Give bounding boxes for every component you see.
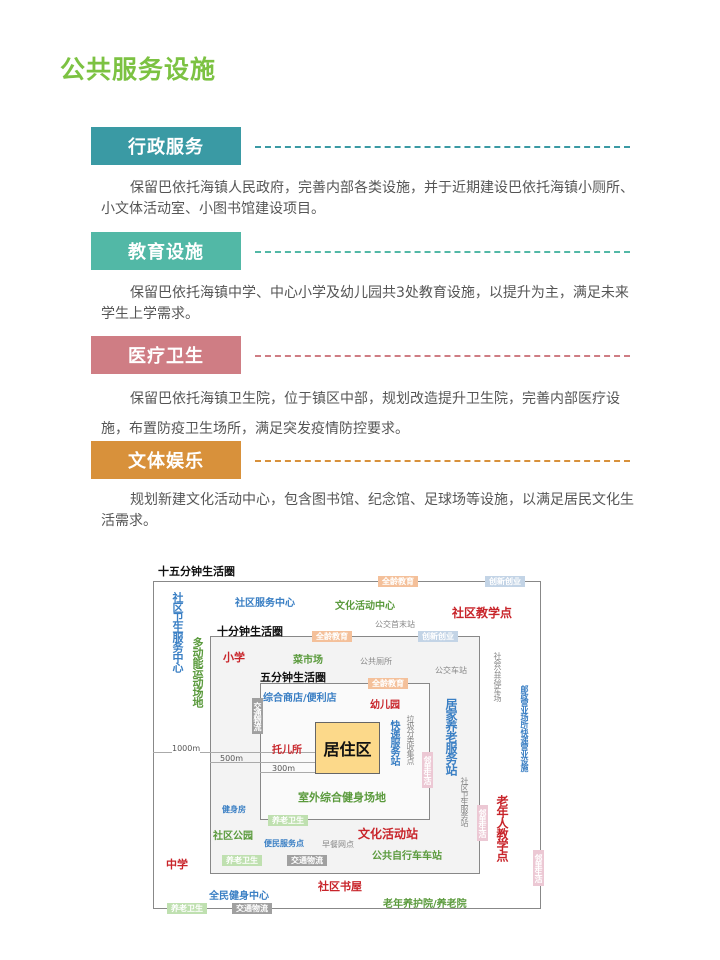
label-culture-station: 文化活动站 <box>358 827 419 841</box>
label-community-teaching: 社区教学点 <box>452 606 513 620</box>
circle-15min-label: 十五分钟生活圈 <box>158 565 235 578</box>
label-middle-school: 中学 <box>166 858 188 871</box>
divider <box>255 355 630 357</box>
label-community-health-center: 社区卫生服务中心 <box>171 592 184 672</box>
label-store: 综合商店/便利店 <box>263 693 337 704</box>
label-post: 邮政营业场所/快递营业设施 <box>520 685 529 771</box>
label-home-elderly: 居家养老服务站 <box>444 698 458 775</box>
tag-logistics: 交通物流 <box>287 855 327 866</box>
label-express: 快递服务站 <box>388 720 399 765</box>
tag-edu: 全龄教育 <box>378 576 418 587</box>
tag-elderly-health: 养老卫生 <box>167 903 207 914</box>
label-outdoor-fitness: 室外综合健身场地 <box>298 791 386 804</box>
label-kindergarten: 幼儿园 <box>370 700 400 711</box>
label-breakfast: 早餐网点 <box>322 840 354 849</box>
section-heading-education: 教育设施 <box>91 232 241 270</box>
section-heading-admin: 行政服务 <box>91 127 241 165</box>
label-garbage: 垃圾分类收集点 <box>406 715 415 764</box>
tag-elderly-health: 养老卫生 <box>222 855 262 866</box>
label-community-service-center: 社区服务中心 <box>235 598 295 609</box>
tag-neighbor: 邻里生活 <box>533 850 544 886</box>
label-nursing-home: 老年养护院/养老院 <box>383 899 467 910</box>
label-convenience: 便民服务点 <box>264 839 304 848</box>
circle-10min-label: 十分钟生活圈 <box>217 625 283 638</box>
label-culture-center: 文化活动中心 <box>335 601 395 612</box>
distance-arrow-500 <box>210 762 315 763</box>
label-bike: 公共自行车车站 <box>372 851 442 862</box>
label-parking: 社会公共停车场 <box>493 652 502 701</box>
page-title: 公共服务设施 <box>60 55 217 84</box>
tag-logistics: 交通物流 <box>232 903 272 914</box>
distance-arrow-1000 <box>153 752 315 753</box>
label-bus-stop: 公交车站 <box>435 666 467 675</box>
label-primary-school: 小学 <box>223 651 245 664</box>
label-bus-terminal: 公交首末站 <box>375 620 415 629</box>
distance-arrow-300 <box>260 772 315 773</box>
tag-elderly-health: 养老卫生 <box>268 815 308 826</box>
residential-area: 居住区 <box>315 722 380 774</box>
tag-edu: 全龄教育 <box>312 631 352 642</box>
tag-logistics: 交通物流 <box>252 698 263 734</box>
tag-innovation: 创新创业 <box>418 631 458 642</box>
section-text-culture: 规划新建文化活动中心，包含图书馆、纪念馆、足球场等设施，以满足居民文化生活需求。 <box>101 492 634 529</box>
section-heading-culture: 文体娱乐 <box>91 441 241 479</box>
label-fitness-center: 全民健身中心 <box>209 891 269 902</box>
divider <box>255 251 630 253</box>
label-health-station: 社区卫生服务站 <box>460 777 469 826</box>
section-text-medical: 保留巴依托海镇卫生院，位于镇区中部，规划改造提升卫生院，完善内部医疗设施，布置防… <box>101 391 620 437</box>
label-nursery: 托儿所 <box>272 745 302 756</box>
label-elderly-teaching: 老年人教学点 <box>495 795 509 861</box>
tag-neighbor: 邻里生活 <box>477 805 488 841</box>
label-bookhouse: 社区书屋 <box>318 880 362 893</box>
section-text-education: 保留巴依托海镇中学、中心小学及幼儿园共3处教育设施，以提升为主，满足未来学生上学… <box>101 285 629 322</box>
label-toilet: 公共厕所 <box>360 657 392 666</box>
divider <box>255 146 630 148</box>
label-gym: 健身房 <box>222 805 246 814</box>
circle-5min-label: 五分钟生活圈 <box>260 671 326 684</box>
distance-label: 500m <box>220 754 244 763</box>
divider <box>255 460 630 462</box>
label-multi-sports: 多动能运动场地 <box>191 637 204 707</box>
section-text-admin: 保留巴依托海镇人民政府，完善内部各类设施，并于近期建设巴依托海镇小厕所、小文体活… <box>101 180 634 217</box>
tag-neighbor: 邻里生活 <box>422 752 433 788</box>
distance-label: 300m <box>272 764 296 773</box>
tag-innovation: 创新创业 <box>485 576 525 587</box>
tag-edu: 全龄教育 <box>368 678 408 689</box>
label-park: 社区公园 <box>213 831 253 842</box>
distance-label: 1000m <box>172 744 201 753</box>
section-heading-medical: 医疗卫生 <box>91 336 241 374</box>
label-market: 菜市场 <box>293 655 323 666</box>
